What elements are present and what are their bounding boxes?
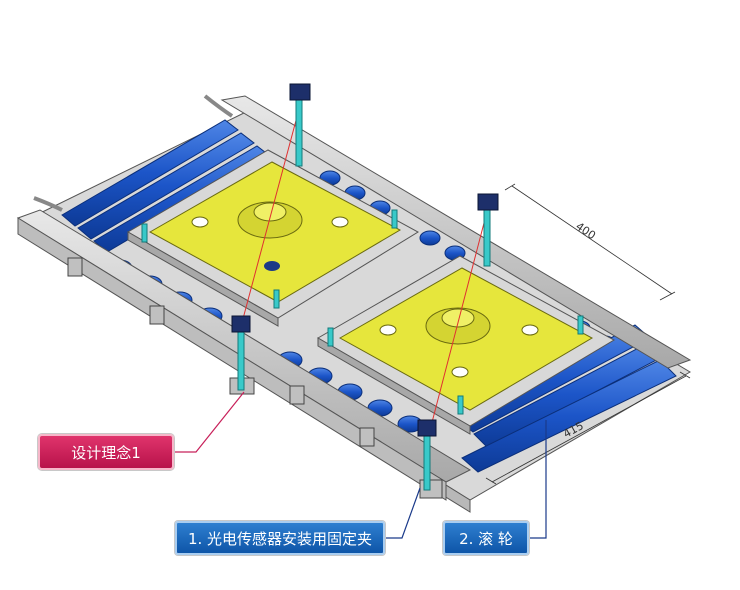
roller-group-front xyxy=(457,324,677,473)
bracket xyxy=(67,257,83,277)
sensor-head xyxy=(231,315,251,333)
roller-group-back xyxy=(61,119,271,253)
pin xyxy=(273,289,280,309)
callout-design-concept[interactable]: 设计理念1 xyxy=(38,434,174,470)
dimension-extension xyxy=(659,291,676,301)
locating-pins xyxy=(141,209,584,415)
dimension-extension xyxy=(485,477,497,485)
leader-design-concept xyxy=(174,391,245,453)
leader-sensor-bracket xyxy=(385,487,421,539)
pin xyxy=(327,327,334,347)
pallet-2-hole xyxy=(451,366,469,378)
roller-6 xyxy=(461,359,677,473)
bracket xyxy=(359,427,375,447)
pin xyxy=(457,395,464,415)
pallet-2-base-edge xyxy=(317,337,471,435)
callout-sensor-bracket[interactable]: 1. 光电传感器安装用固定夹 xyxy=(175,521,385,555)
photoelectric-sensors xyxy=(231,83,499,491)
dimension-extension xyxy=(504,183,516,191)
sensor-beam xyxy=(239,97,303,331)
roller-2 xyxy=(77,132,255,240)
pallet-2-hole xyxy=(379,324,397,336)
pallet-2-hub-top xyxy=(441,308,475,328)
sensor-head xyxy=(417,419,437,437)
dimension-label-400: 400 xyxy=(573,220,598,243)
pallet-1-base-edge xyxy=(127,231,279,327)
rail-brackets xyxy=(67,257,443,499)
cable xyxy=(33,196,63,212)
sensor-head xyxy=(289,83,311,101)
pallet-1-hole xyxy=(264,261,280,271)
pin xyxy=(141,223,148,243)
back-rail xyxy=(220,95,692,369)
dimension-line xyxy=(511,185,673,295)
roller-1 xyxy=(61,119,239,227)
dimension-line xyxy=(491,375,687,483)
sensor-head xyxy=(477,193,499,211)
pallet-1-hole xyxy=(191,216,209,228)
bracket xyxy=(419,479,443,499)
sensor-post xyxy=(295,95,303,167)
bracket xyxy=(289,385,305,405)
sensor-beam xyxy=(429,199,491,431)
pin xyxy=(577,315,584,335)
callout-roller[interactable]: 2. 滚 轮 xyxy=(443,521,529,555)
leader-roller xyxy=(529,420,547,539)
pallet-1-hole xyxy=(331,216,349,228)
pin xyxy=(391,209,398,229)
pallet-2-hole xyxy=(521,324,539,336)
small-roller xyxy=(419,230,441,246)
dimension-extension xyxy=(679,371,691,379)
cable xyxy=(203,94,234,118)
pallet-1-hub-top xyxy=(253,202,287,222)
bracket xyxy=(149,305,165,325)
